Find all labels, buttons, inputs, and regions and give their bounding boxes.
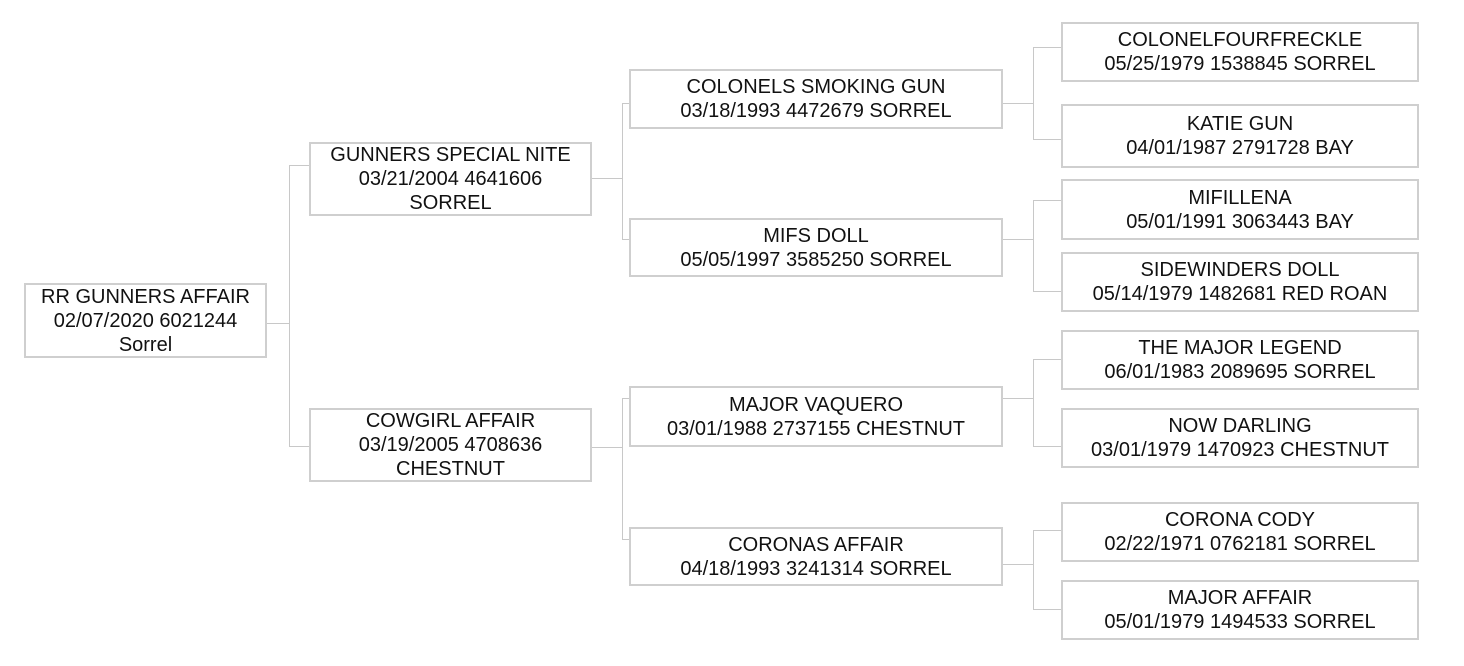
connector-line (289, 165, 310, 166)
great-grandparent-box: SIDEWINDERS DOLL 05/14/1979 1482681 RED … (1061, 252, 1419, 312)
horse-name: MIFS DOLL (763, 224, 869, 247)
connector-line (622, 398, 623, 539)
horse-details: 04/18/1993 3241314 SORREL (680, 557, 952, 580)
horse-name: COWGIRL AFFAIR (365, 410, 536, 432)
connector-line (1033, 200, 1061, 201)
horse-name: CORONA CODY (1164, 509, 1316, 531)
horse-name: COLONELFOURFRECKLE (1117, 29, 1363, 51)
connector-line (1033, 530, 1061, 531)
connector-line (1033, 139, 1061, 140)
great-grandparent-box: MIFILLENA 05/01/1991 3063443 BAY (1061, 179, 1419, 240)
connector-line (1033, 530, 1034, 609)
horse-details: 06/01/1983 2089695 SORREL (1104, 361, 1376, 383)
horse-name: CORONAS AFFAIR (728, 533, 904, 556)
connector-line (267, 323, 289, 324)
subject-horse-box: RR GUNNERS AFFAIR 02/07/2020 6021244 Sor… (24, 283, 267, 358)
horse-color: CHESTNUT (396, 458, 505, 480)
horse-name: GUNNERS SPECIAL NITE (330, 144, 571, 166)
dam-sire-box: MAJOR VAQUERO 03/01/1988 2737155 CHESTNU… (629, 386, 1003, 447)
connector-line (1003, 103, 1033, 104)
great-grandparent-box: THE MAJOR LEGEND 06/01/1983 2089695 SORR… (1061, 330, 1419, 390)
connector-line (1033, 446, 1061, 447)
connector-line (1033, 47, 1034, 139)
horse-details: 05/01/1979 1494533 SORREL (1104, 611, 1376, 633)
horse-details: 05/25/1979 1538845 SORREL (1104, 53, 1376, 75)
horse-details: 03/18/1993 4472679 SORREL (680, 100, 952, 122)
sire-sire-box: COLONELS SMOKING GUN 03/18/1993 4472679 … (629, 69, 1003, 129)
horse-name: RR GUNNERS AFFAIR (41, 285, 250, 308)
connector-line (622, 239, 630, 240)
horse-details: 04/01/1987 2791728 BAY (1126, 137, 1354, 159)
horse-color: Sorrel (118, 333, 173, 356)
connector-line (289, 446, 310, 447)
horse-details: 03/21/2004 4641606 (358, 168, 543, 190)
horse-name: MAJOR VAQUERO (728, 393, 904, 416)
connector-line (1033, 200, 1034, 291)
horse-color: SORREL (409, 192, 492, 214)
horse-name: MAJOR AFFAIR (1167, 587, 1313, 609)
connector-line (622, 103, 630, 104)
connector-line (1003, 239, 1033, 240)
great-grandparent-box: KATIE GUN 04/01/1987 2791728 BAY (1061, 104, 1419, 168)
sire-dam-box: MIFS DOLL 05/05/1997 3585250 SORREL (629, 218, 1003, 277)
horse-details: 03/01/1988 2737155 CHESTNUT (667, 417, 965, 440)
connector-line (1033, 47, 1061, 48)
great-grandparent-box: NOW DARLING 03/01/1979 1470923 CHESTNUT (1061, 408, 1419, 468)
connector-line (622, 398, 630, 399)
horse-name: COLONELS SMOKING GUN (686, 76, 946, 98)
connector-line (1033, 359, 1034, 446)
horse-details: 03/01/1979 1470923 CHESTNUT (1091, 439, 1389, 461)
dam-dam-box: CORONAS AFFAIR 04/18/1993 3241314 SORREL (629, 527, 1003, 586)
connector-line (1033, 609, 1061, 610)
horse-name: KATIE GUN (1186, 113, 1294, 135)
connector-line (1033, 291, 1061, 292)
horse-details: 02/07/2020 6021244 (53, 309, 238, 332)
connector-line (1003, 398, 1033, 399)
connector-line (592, 447, 622, 448)
dam-box: COWGIRL AFFAIR 03/19/2005 4708636 CHESTN… (309, 408, 592, 482)
connector-line (1003, 564, 1033, 565)
horse-details: 03/19/2005 4708636 (358, 434, 543, 456)
connector-line (1033, 359, 1061, 360)
great-grandparent-box: COLONELFOURFRECKLE 05/25/1979 1538845 SO… (1061, 22, 1419, 82)
horse-details: 05/14/1979 1482681 RED ROAN (1092, 283, 1388, 305)
connector-line (289, 165, 290, 446)
connector-line (622, 539, 630, 540)
horse-name: THE MAJOR LEGEND (1138, 337, 1342, 359)
horse-name: SIDEWINDERS DOLL (1140, 259, 1340, 281)
horse-name: NOW DARLING (1168, 415, 1312, 437)
sire-box: GUNNERS SPECIAL NITE 03/21/2004 4641606 … (309, 142, 592, 216)
great-grandparent-box: CORONA CODY 02/22/1971 0762181 SORREL (1061, 502, 1419, 562)
connector-line (592, 178, 622, 179)
horse-name: MIFILLENA (1188, 186, 1292, 209)
horse-details: 02/22/1971 0762181 SORREL (1104, 533, 1376, 555)
horse-details: 05/01/1991 3063443 BAY (1126, 210, 1354, 233)
horse-details: 05/05/1997 3585250 SORREL (680, 248, 952, 271)
connector-line (622, 103, 623, 239)
great-grandparent-box: MAJOR AFFAIR 05/01/1979 1494533 SORREL (1061, 580, 1419, 640)
